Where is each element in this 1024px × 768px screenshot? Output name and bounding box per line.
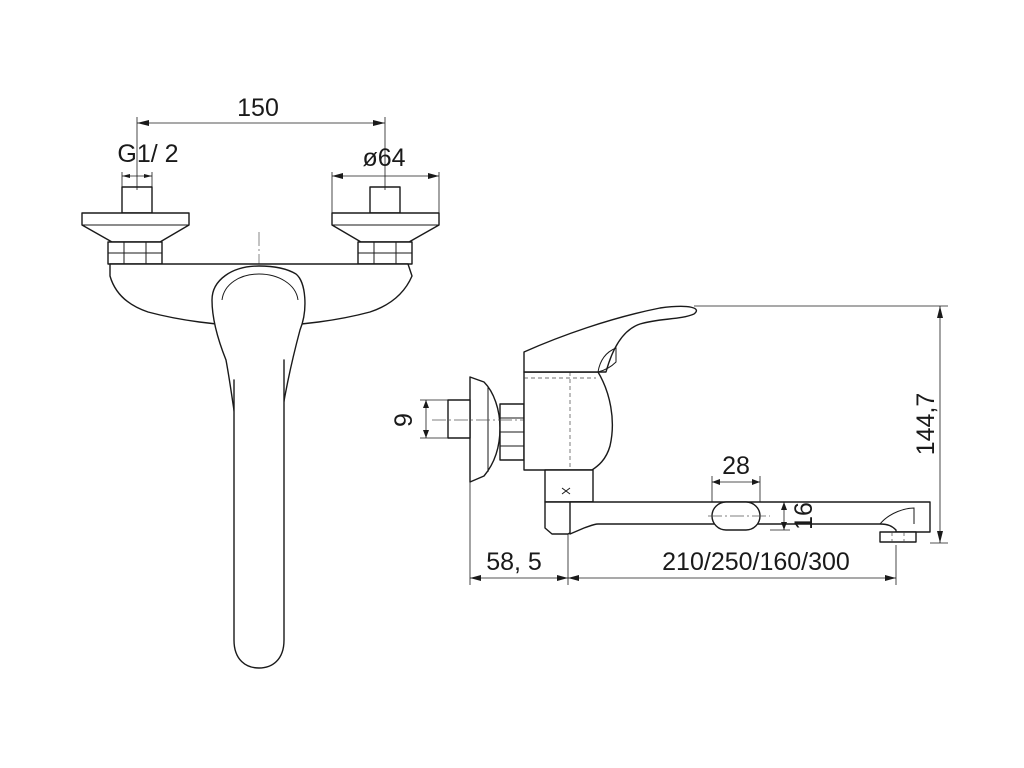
side-cartridge (544, 469, 594, 503)
flange-diameter-label: ø64 (362, 144, 405, 172)
handle-cap (221, 273, 299, 301)
inlet-length-label: 9 (390, 413, 418, 427)
side-view (432, 305, 931, 543)
spout-lengths-label: 210/250/160/300 (662, 548, 850, 576)
front-dimensions: 150 G1/ 2 ø64 (117, 94, 440, 213)
right-flange (331, 212, 440, 243)
side-lever (523, 305, 697, 373)
height-label: 144,7 (912, 393, 940, 456)
right-inlet-pipe (369, 186, 401, 214)
side-aerator (879, 531, 917, 543)
spout-front (233, 359, 285, 669)
side-body (523, 371, 613, 471)
left-flange (81, 212, 190, 243)
side-dimensions: 144,7 9 28 16 58, 5 210/250/160/300 (390, 305, 948, 585)
wall-offset-label: 58, 5 (486, 548, 542, 576)
side-wall-flange (469, 376, 501, 483)
left-inlet (81, 186, 190, 265)
thread-label: G1/ 2 (117, 140, 178, 168)
right-inlet (331, 186, 440, 265)
spout-thickness-label: 16 (790, 502, 818, 530)
left-inlet-pipe (121, 186, 153, 214)
side-inlet-pipe (447, 399, 471, 439)
front-view (81, 186, 440, 669)
aerator-width-label: 28 (722, 452, 750, 480)
inlet-spacing-label: 150 (237, 94, 279, 122)
